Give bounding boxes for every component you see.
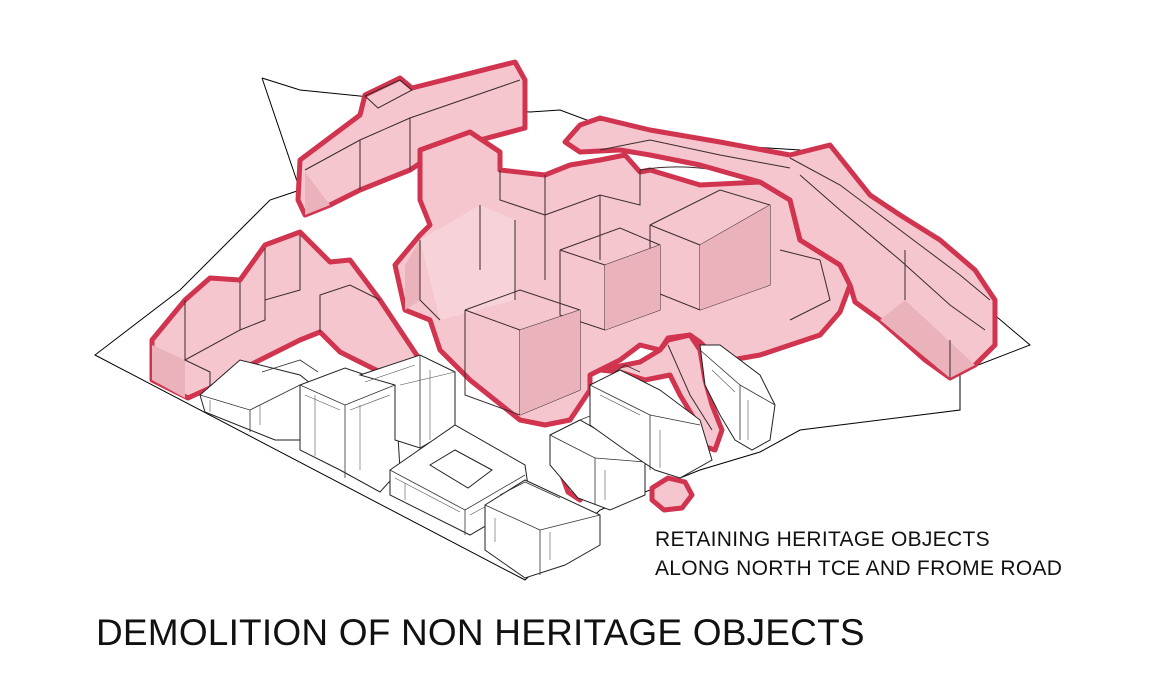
heritage-building-south bbox=[484, 479, 601, 579]
demolition-wing-northeast bbox=[562, 115, 998, 381]
heritage-building-frome-2 bbox=[699, 344, 776, 451]
heritage-building-tower bbox=[299, 367, 401, 493]
heritage-building-frome-1 bbox=[589, 364, 713, 479]
heritage-building-central-south bbox=[549, 411, 646, 511]
retained-heritage-note-line-2: ALONG NORTH TCE AND FROME ROAD bbox=[655, 557, 1063, 580]
diagram-title: DEMOLITION OF NON HERITAGE OBJECTS bbox=[96, 612, 865, 653]
retained-heritage-note-line-1: RETAINING HERITAGE OBJECTS bbox=[655, 528, 990, 551]
site-boundary bbox=[94, 77, 1031, 581]
demolition-central-cluster bbox=[392, 129, 853, 428]
demolition-wing-north bbox=[295, 59, 528, 218]
demolition-small-object-2 bbox=[649, 475, 695, 513]
demolition-wing-south bbox=[597, 332, 725, 453]
